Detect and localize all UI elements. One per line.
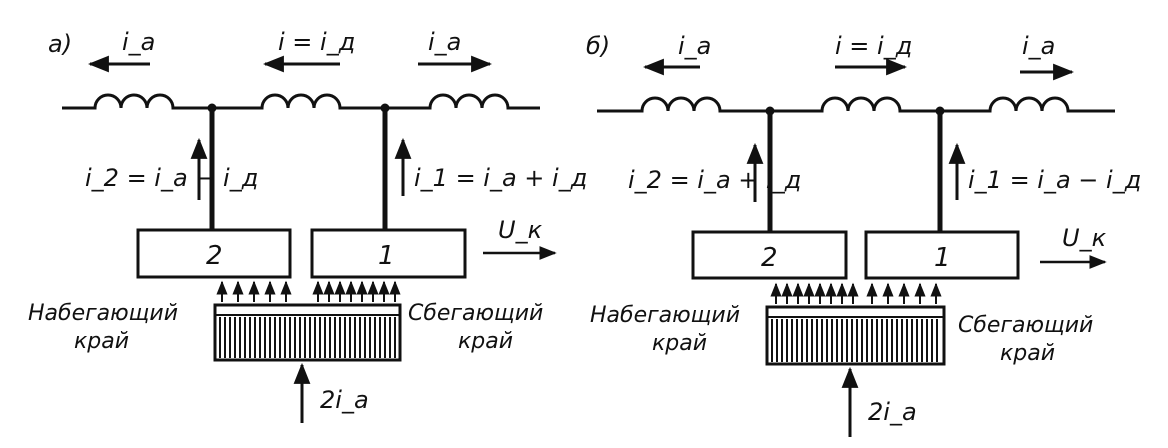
current-label-left: i_a: [678, 32, 711, 60]
brush-arrows-left: [216, 280, 292, 302]
diagram-a: [62, 55, 557, 423]
diagram-tag: б): [586, 32, 610, 60]
edge-label-right-2: край: [458, 329, 513, 354]
winding-line-a: [62, 93, 540, 110]
box-label-2: 2: [206, 241, 223, 271]
brush-arrows-left: [770, 282, 859, 304]
edge-label-left-1: Набегающий: [590, 303, 740, 328]
brush-arrows-right: [866, 282, 942, 304]
edge-label-left-2: край: [652, 331, 707, 356]
current-label-left: i_a: [122, 28, 155, 56]
edge-label-left-1: Набегающий: [28, 301, 178, 326]
edge-label-right-1: Сбегающий: [958, 313, 1093, 338]
diagram-b: [597, 58, 1115, 437]
box-2: [136, 228, 292, 279]
lead-label-2: i_2 = i_a + i_д: [628, 166, 801, 194]
labels-a: а) i_a i = i_д i_a i_2 = i_a − i_д i_1 =…: [28, 28, 587, 414]
current-label-right: i_a: [428, 28, 461, 56]
brush-arrows-right: [312, 280, 401, 302]
box-label-1: 1: [378, 241, 395, 271]
current-label-right: i_a: [1022, 32, 1055, 60]
bottom-current-label: 2i_a: [320, 386, 369, 414]
contact-block: [765, 305, 946, 366]
lead-label-2: i_2 = i_a − i_д: [85, 164, 258, 192]
bottom-current-label: 2i_a: [868, 398, 917, 426]
box-2: [691, 230, 848, 280]
velocity-label: U_к: [1062, 224, 1107, 252]
velocity-label: U_к: [498, 216, 543, 244]
current-label-mid: i = i_д: [835, 32, 912, 60]
box-label-2: 2: [761, 243, 778, 273]
current-label-mid: i = i_д: [278, 28, 355, 56]
box-1: [310, 228, 467, 279]
edge-label-right-2: край: [1000, 341, 1055, 366]
box-1: [864, 230, 1020, 280]
contact-block: [213, 303, 402, 362]
labels-b: б) i_a i = i_д i_a i_2 = i_a + i_д i_1 =…: [586, 32, 1141, 426]
contact-hatching: [771, 319, 938, 362]
diagram-tag: а): [48, 30, 72, 58]
edge-label-right-1: Сбегающий: [408, 301, 543, 326]
lead-label-1: i_1 = i_a − i_д: [968, 166, 1141, 194]
contact-hatching: [219, 317, 396, 358]
lead-label-1: i_1 = i_a + i_д: [414, 164, 587, 192]
winding-line-b: [597, 96, 1115, 113]
box-label-1: 1: [934, 243, 951, 273]
edge-label-left-2: край: [74, 329, 129, 354]
